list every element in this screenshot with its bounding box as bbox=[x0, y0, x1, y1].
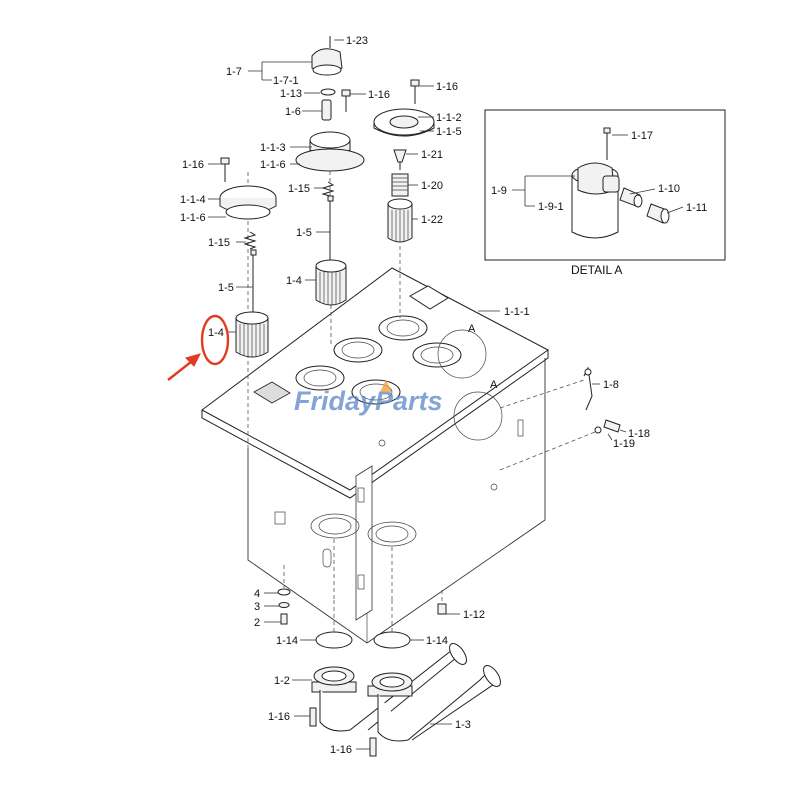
label-1-16-c: 1-16 bbox=[182, 159, 204, 171]
highlight-circle bbox=[200, 314, 230, 366]
suction-pipe-1-2 bbox=[311, 643, 467, 732]
fitting-1-11 bbox=[646, 203, 670, 224]
label-1-3: 1-3 bbox=[455, 719, 471, 731]
label-1-7: 1-7 bbox=[226, 66, 242, 78]
label-1-5-b: 1-5 bbox=[218, 282, 234, 294]
label-1-12: 1-12 bbox=[463, 609, 485, 621]
watermark-accent-icon bbox=[380, 380, 392, 392]
label-1-16-d: 1-16 bbox=[268, 711, 290, 723]
highlight-callout bbox=[167, 314, 230, 381]
drain-stack bbox=[277, 565, 291, 625]
cover-1-1-4 bbox=[219, 185, 277, 220]
label-1-15-b: 1-15 bbox=[208, 237, 230, 249]
label-1-1-2: 1-1-2 bbox=[436, 112, 462, 124]
label-detail-a-2: A bbox=[490, 379, 498, 391]
label-1-1-5: 1-1-5 bbox=[436, 126, 462, 138]
label-1-14-b: 1-14 bbox=[426, 635, 448, 647]
oring-1-13 bbox=[320, 88, 336, 96]
label-1-21: 1-21 bbox=[421, 149, 443, 161]
valve-1-7 bbox=[311, 36, 343, 76]
pin-1-6 bbox=[321, 99, 332, 121]
label-1-16-e: 1-16 bbox=[330, 744, 352, 756]
label-1-14-a: 1-14 bbox=[276, 635, 298, 647]
leader-lines bbox=[208, 39, 627, 750]
fitting-1-10 bbox=[619, 187, 643, 208]
filter-element-1-4-center bbox=[315, 259, 347, 306]
bolt-1-16-lower-left bbox=[309, 707, 317, 727]
gasket-1-14-left bbox=[315, 631, 353, 649]
part-labels: 1-23 1-7 1-7-1 1-13 1-6 1-16 1-16 1-1-2 … bbox=[180, 35, 707, 756]
detail-a-panel: DETAIL A bbox=[484, 109, 726, 277]
level-gauge-1-8 bbox=[499, 366, 593, 411]
bolt-1-16-mid bbox=[341, 89, 351, 112]
label-1-13: 1-13 bbox=[280, 88, 302, 100]
label-1-23: 1-23 bbox=[346, 35, 368, 47]
bolt-1-16-lower-right bbox=[369, 737, 377, 757]
label-1-4-b: 1-4 bbox=[208, 327, 224, 339]
label-1-9-1: 1-9-1 bbox=[538, 201, 564, 213]
label-1-1-1: 1-1-1 bbox=[504, 306, 530, 318]
rod-1-5-center bbox=[327, 195, 334, 262]
cover-1-1-2 bbox=[373, 108, 435, 137]
bolt-1-16-right bbox=[410, 79, 420, 104]
cover-1-1-3 bbox=[295, 131, 365, 172]
hydraulic-tank-body bbox=[201, 267, 549, 644]
filter-element-1-4-left bbox=[235, 311, 269, 358]
label-2: 2 bbox=[254, 617, 260, 629]
label-1-8: 1-8 bbox=[603, 379, 619, 391]
center-filter-stack bbox=[295, 36, 365, 345]
label-1-18: 1-18 bbox=[628, 428, 650, 440]
label-1-6-top: 1-6 bbox=[285, 106, 301, 118]
label-1-10: 1-10 bbox=[658, 183, 680, 195]
bolt-1-16-left bbox=[220, 157, 230, 182]
label-1-1-3: 1-1-3 bbox=[260, 142, 286, 154]
detail-a-title: DETAIL A bbox=[571, 263, 622, 277]
highlight-arrow-head bbox=[185, 353, 201, 367]
fitting-1-12 bbox=[437, 590, 447, 615]
label-1-15-a: 1-15 bbox=[288, 183, 310, 195]
watermark-text-1: Friday bbox=[294, 386, 377, 416]
label-1-11: 1-11 bbox=[686, 202, 707, 214]
right-filter-stack bbox=[341, 79, 435, 318]
label-1-1-6-a: 1-1-6 bbox=[260, 159, 286, 171]
watermark-logo: FridayParts bbox=[294, 380, 443, 416]
label-1-9: 1-9 bbox=[491, 185, 507, 197]
label-1-2: 1-2 bbox=[274, 675, 290, 687]
detail-bolt-1-17 bbox=[603, 127, 611, 160]
label-1-5-a: 1-5 bbox=[296, 227, 312, 239]
rod-1-5-left bbox=[250, 249, 257, 312]
label-1-16-a: 1-16 bbox=[368, 89, 390, 101]
label-4: 4 bbox=[254, 588, 260, 600]
spring-1-15-left bbox=[243, 231, 257, 250]
label-1-19: 1-19 bbox=[613, 438, 635, 450]
strainer-1-22 bbox=[387, 198, 413, 243]
label-1-1-6-b: 1-1-6 bbox=[180, 212, 206, 224]
label-3: 3 bbox=[254, 601, 260, 613]
left-filter-stack bbox=[219, 157, 277, 448]
label-1-22: 1-22 bbox=[421, 214, 443, 226]
label-1-1-4: 1-1-4 bbox=[180, 194, 206, 206]
spring-1-20 bbox=[391, 173, 409, 197]
label-1-4-a: 1-4 bbox=[286, 275, 302, 287]
gasket-1-14-right bbox=[373, 631, 411, 649]
strainer-housing-1-9 bbox=[571, 162, 620, 239]
plug-1-18 bbox=[499, 419, 621, 471]
tank-ports bbox=[253, 285, 462, 405]
label-1-17: 1-17 bbox=[631, 130, 653, 142]
label-1-7-1: 1-7-1 bbox=[273, 75, 299, 87]
label-1-20: 1-20 bbox=[421, 180, 443, 192]
svg-text:FridayParts: FridayParts bbox=[294, 386, 443, 416]
label-detail-a-1: A bbox=[468, 323, 476, 335]
valve-1-21 bbox=[393, 149, 407, 170]
label-1-16-b: 1-16 bbox=[436, 81, 458, 93]
suction-pipe-1-3 bbox=[367, 665, 501, 742]
